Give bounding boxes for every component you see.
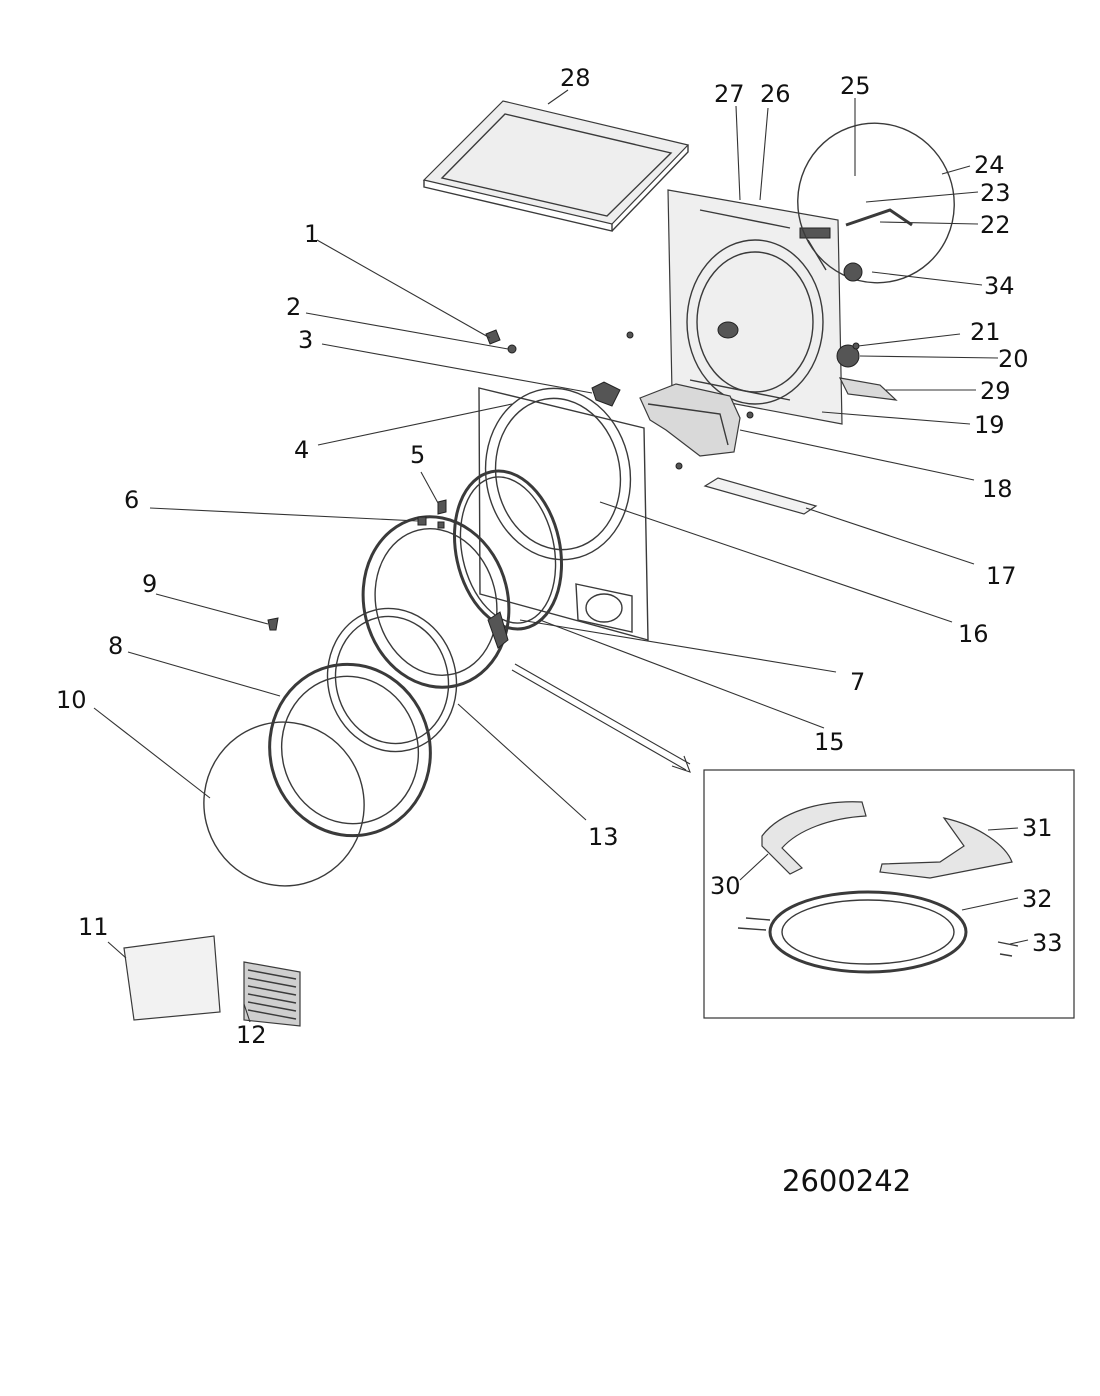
- callout-24: 24: [974, 151, 1005, 179]
- callout-18: 18: [982, 475, 1013, 503]
- part-7-gasket: [452, 469, 564, 631]
- drawing-code: 2600242: [782, 1164, 911, 1198]
- callout-17: 17: [986, 562, 1017, 590]
- callout-13: 13: [588, 823, 619, 851]
- callout-21: 21: [970, 318, 1001, 346]
- callout-2: 2: [286, 293, 301, 321]
- small-fasteners: [267, 329, 754, 631]
- inset-arrow: [511, 663, 691, 773]
- callout-25: 25: [840, 72, 871, 100]
- callout-23: 23: [980, 179, 1011, 207]
- callout-4: 4: [294, 436, 309, 464]
- callout-1: 1: [304, 220, 319, 248]
- callout-19: 19: [974, 411, 1005, 439]
- part-12-grille: [243, 961, 301, 1027]
- callout-labels: 1 2 3 4 5 6 7 8 9 10 11 12 13 15 16 17 1…: [56, 64, 1063, 1049]
- callout-31: 31: [1022, 814, 1053, 842]
- callout-28: 28: [560, 64, 591, 92]
- part-filter: [703, 477, 818, 515]
- callout-9: 9: [142, 570, 157, 598]
- callout-20: 20: [998, 345, 1029, 373]
- callout-26: 26: [760, 80, 791, 108]
- part-3-hinge: [591, 381, 621, 407]
- part-15-inner-frame: [361, 515, 511, 689]
- part-8-outer-frame: [268, 662, 432, 838]
- part-20-21: [836, 342, 860, 368]
- callout-34: 34: [984, 272, 1015, 300]
- callout-3: 3: [298, 326, 313, 354]
- part-filter-housing: [639, 383, 741, 457]
- part-top-panel: [422, 100, 690, 232]
- callout-7: 7: [850, 668, 865, 696]
- callout-5: 5: [410, 441, 425, 469]
- inset-detail-box: [703, 769, 1075, 1019]
- callout-16: 16: [958, 620, 989, 648]
- callout-32: 32: [1022, 885, 1053, 913]
- part-11-kickplate: [123, 935, 221, 1021]
- callout-15: 15: [814, 728, 845, 756]
- callout-12: 12: [236, 1021, 267, 1049]
- callout-27: 27: [714, 80, 745, 108]
- callout-11: 11: [78, 913, 109, 941]
- callout-33: 33: [1032, 929, 1063, 957]
- callout-10: 10: [56, 686, 87, 714]
- callout-30: 30: [710, 872, 741, 900]
- callout-8: 8: [108, 632, 123, 660]
- part-10-door-ring: [203, 721, 365, 887]
- part-front-panel: [478, 387, 649, 641]
- callout-29: 29: [980, 377, 1011, 405]
- callout-22: 22: [980, 211, 1011, 239]
- part-13-door-glass: [326, 607, 458, 753]
- part-rear-frame: [667, 189, 843, 425]
- callout-6: 6: [124, 486, 139, 514]
- part-29-bracket: [838, 377, 898, 401]
- part-rear-ring: [797, 122, 955, 284]
- leader-lines: [93, 89, 1029, 1023]
